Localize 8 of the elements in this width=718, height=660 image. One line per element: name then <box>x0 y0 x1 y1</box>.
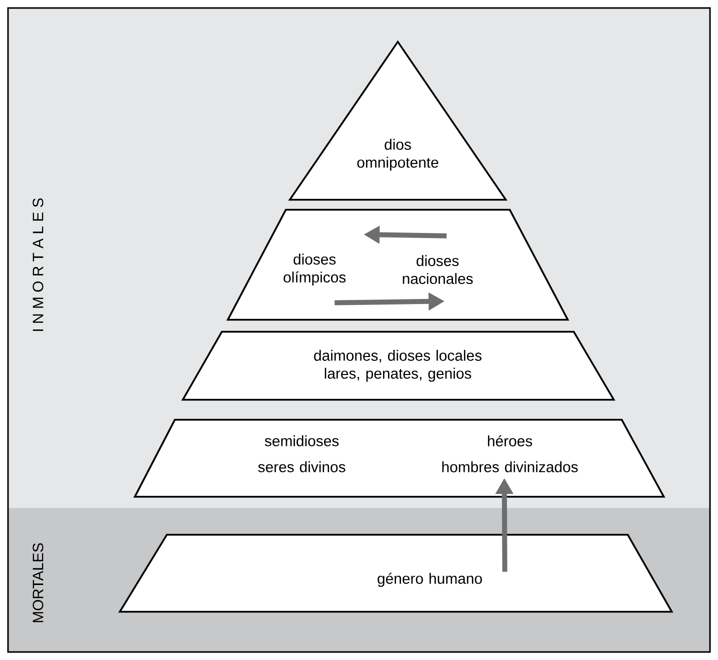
layer-text: seres divinos <box>258 461 346 472</box>
layer-text: dioses olímpicos <box>284 254 346 286</box>
layer-text: semidioses <box>264 435 339 446</box>
layer-text: dioses nacionales <box>402 255 473 284</box>
band-label: MORTALES <box>32 543 44 622</box>
layer-text: hombres divinizados <box>442 461 578 472</box>
band-label: I N M O R T A L E S <box>32 198 44 331</box>
layer-text: héroes <box>488 435 532 446</box>
